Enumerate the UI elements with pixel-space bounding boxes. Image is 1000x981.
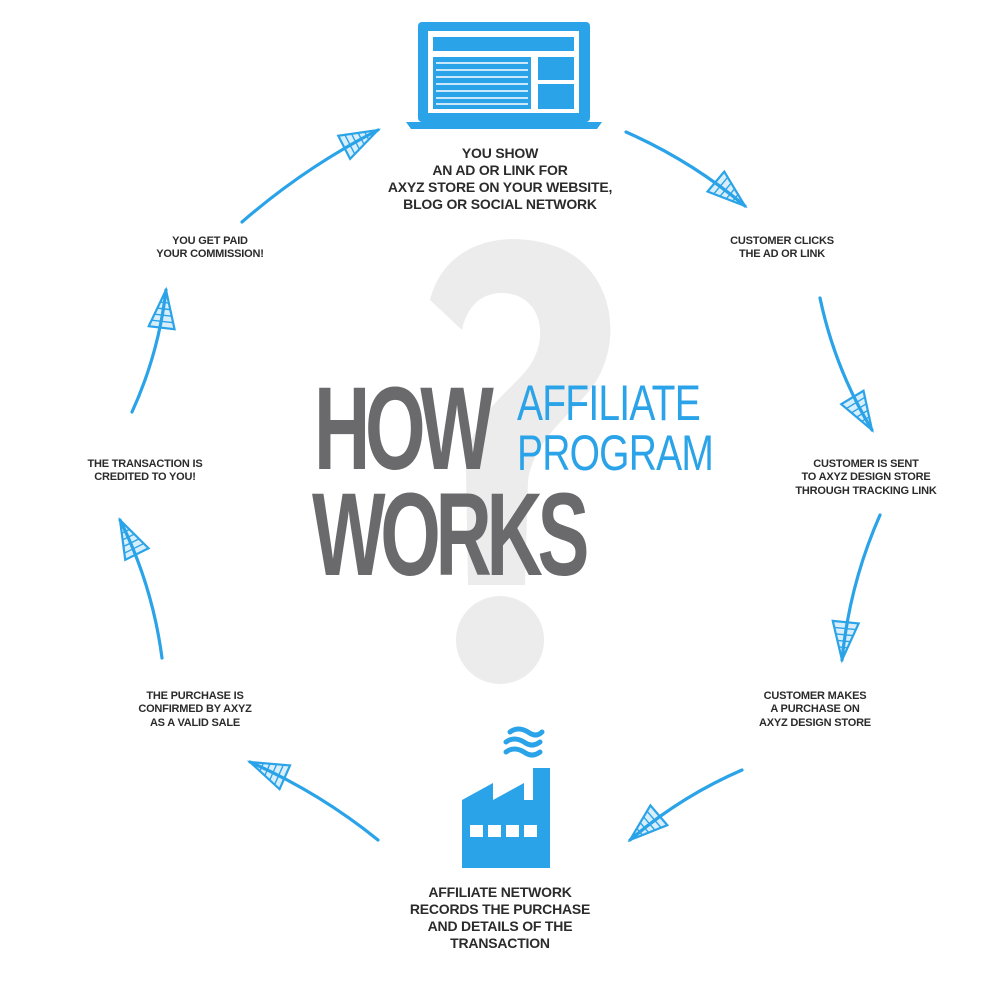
step-line: THE AD OR LINK [738,248,825,261]
arrow-hatch [159,301,170,304]
arrow-hatch [153,313,173,317]
step-line: AFFILIATE NETWORK [428,884,572,900]
title-program: PROGRAM [517,425,714,481]
step-line: AXYZ STORE ON YOUR WEBSITE, [387,179,613,196]
arrow-hatch [642,816,656,831]
arrow-hatch [121,533,135,541]
step-line: CUSTOMER MAKES [763,690,867,702]
arrow-hatch [273,764,285,786]
arrow-hatch [639,821,650,834]
arrow-hatch [850,403,868,414]
step-line: CONFIRMED BY AXYZ [138,703,252,716]
arrow-hatch [713,176,729,195]
step-get-paid: YOU GET PAID YOUR COMMISSION! [140,235,280,262]
arrow-hatch [364,131,370,141]
step-line: YOU GET PAID [172,235,248,247]
step-purchase-confirmed: THE PURCHASE IS CONFIRMED BY AXYZ AS A V… [120,690,270,730]
step-show-ad: YOU SHOW AN AD OR LINK FOR AXYZ STORE ON… [360,145,640,213]
title-how: HOW [314,363,494,495]
arrow-hatch [150,319,174,324]
arrow-hatch [838,646,849,649]
factory-icon [462,726,550,868]
step-line: YOUR COMMISSION! [156,248,264,261]
step-line: CREDITED TO YOU! [94,471,196,484]
step-line: RECORDS THE PURCHASE [409,901,591,918]
step-line: TRANSACTION [450,935,550,952]
step-line: CUSTOMER CLICKS [730,235,834,247]
arrow-hatch [719,182,732,198]
arrow-hatch [268,763,278,781]
arrow-hatch [122,538,140,548]
arrow-hatch [855,409,869,418]
arrow-hatch [731,193,739,202]
step-line: TO AXYZ DESIGN STORE [801,471,931,484]
arrow-hatch [121,528,131,534]
arrow-head [246,760,292,792]
title-affiliate: AFFILIATE [517,375,701,431]
laptop-icon [406,22,602,129]
arrow-hatch [259,762,265,772]
step-line: A PURCHASE ON [770,703,860,716]
arrow-hatch [632,833,637,839]
arrow-shaft [628,768,744,842]
arrow-shaft [818,296,874,432]
step-line: BLOG OR SOCIAL NETWORK [403,196,597,213]
step-line: YOU SHOW [461,145,539,161]
step-customer-purchase: CUSTOMER MAKES A PURCHASE ON AXYZ DESIGN… [740,690,890,730]
arrow-shaft [130,288,168,414]
arrow-hatch [636,827,644,836]
step-line: THE TRANSACTION IS [87,458,203,470]
arrow-shaft [248,760,380,842]
arrow-hatch [370,130,375,136]
arrow-shaft [840,513,882,662]
arrow-hatch [835,633,854,637]
arrow-hatch [845,396,866,410]
step-line: CUSTOMER IS SENT [813,458,919,470]
arrow-hatch [264,763,271,777]
question-mark-icon [430,239,611,684]
arrow-hatch [861,416,870,423]
arrow-hatch [254,761,258,768]
arrow-hatch [344,134,356,155]
step-line: AN AD OR LINK FOR [432,162,568,179]
arrow-hatch [725,188,736,200]
arrow-shaft [624,130,747,208]
step-line: AXYZ DESIGN STORE [759,716,871,729]
step-transaction-credited: THE TRANSACTION IS CREDITED TO YOU! [70,458,220,485]
step-customer-sent: CUSTOMER IS SENT TO AXYZ DESIGN STORE TH… [786,458,946,498]
step-line: THE PURCHASE IS [146,690,244,702]
arrow-hatch [866,422,872,427]
step-line: AS A VALID SALE [149,716,241,729]
arrow-hatch [156,307,171,311]
step-line: AND DETAILS OF THE [427,918,573,935]
arrow-hatch [123,542,145,554]
step-customer-clicks: CUSTOMER CLICKS THE AD OR LINK [712,235,852,262]
arrow-hatch [833,626,857,631]
step-line: THROUGH TRACKING LINK [795,484,937,497]
arrow-hatch [350,133,361,150]
arrow-hatch [120,524,126,528]
arrow-hatch [646,810,662,829]
title-works: WORKS [312,469,589,601]
step-network-records: AFFILIATE NETWORK RECORDS THE PURCHASE A… [385,884,615,952]
arrow-head [831,619,861,664]
arrow-hatch [738,199,743,205]
arrow-hatch [357,132,365,146]
arrow-shaft [118,518,164,660]
cycle-arrows [118,128,882,843]
arrow-hatch [836,639,852,643]
